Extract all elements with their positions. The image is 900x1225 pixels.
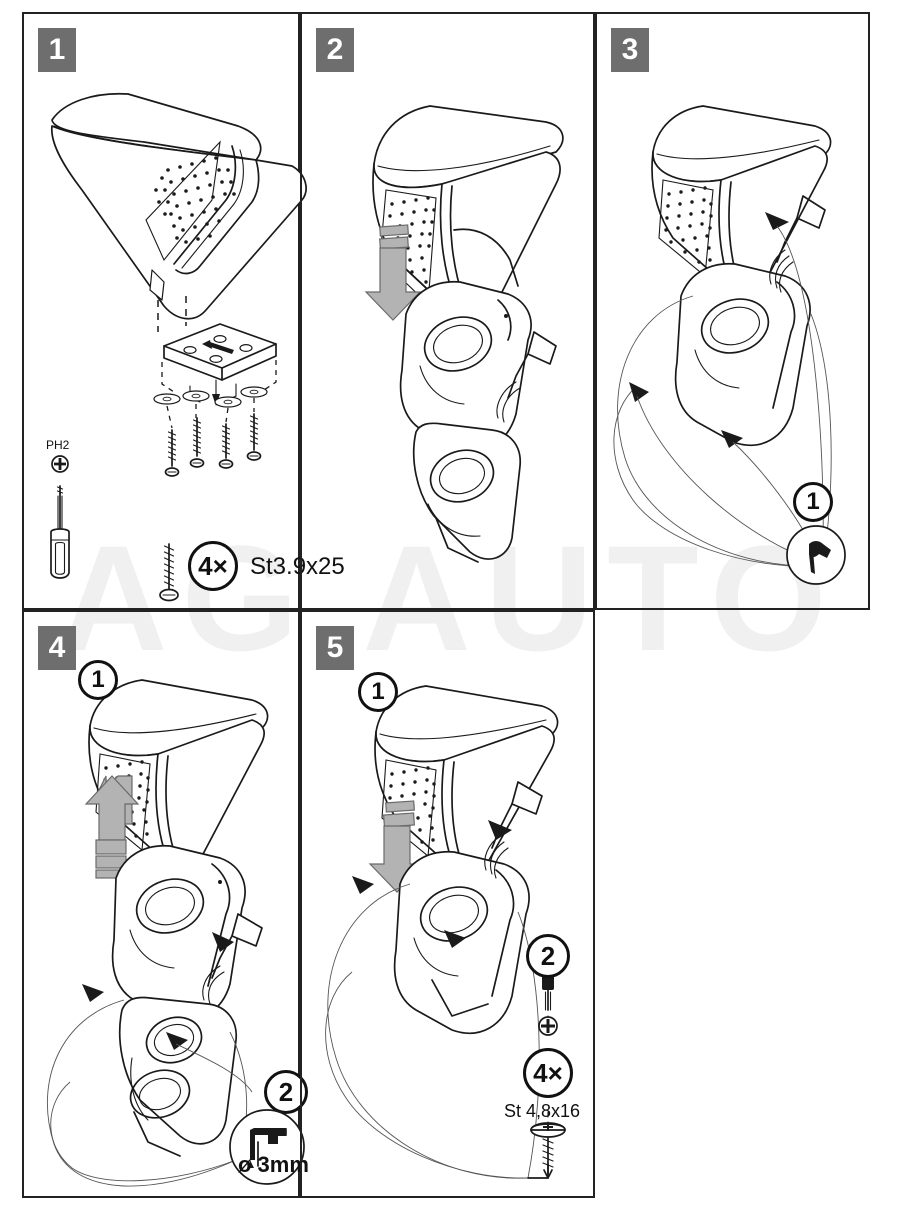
- screw-spec-step5: St 4,8x16: [504, 1101, 581, 1121]
- drill-icon: [250, 1128, 287, 1168]
- philips-bit-icon: [538, 1016, 558, 1036]
- down-arrow-icon: [364, 247, 422, 321]
- panel-step-1: 1: [22, 12, 345, 610]
- mark-arrow-bottom: [721, 430, 743, 448]
- quantity-badge-step1: 4×: [188, 541, 238, 591]
- mark-arrow-top: [765, 212, 789, 230]
- bom-screw-icon: [159, 543, 179, 602]
- screw-icon: [530, 1122, 566, 1179]
- step-badge-1: 1: [38, 28, 76, 72]
- badge-1-step4: 1: [78, 660, 118, 700]
- panel-step-4: 4: [22, 610, 309, 1198]
- panel-step-3: 3: [595, 12, 870, 610]
- washers: [153, 386, 268, 408]
- callout-badge-2-step5: 2: [526, 934, 570, 978]
- panel-step-2: 2: [300, 12, 595, 610]
- panel-5-drawing: [325, 685, 566, 1179]
- panel-1-drawing: [50, 92, 307, 602]
- step-badge-3: 3: [611, 28, 649, 72]
- up-arrow-icon: [84, 775, 140, 879]
- step-badge-2: 2: [316, 28, 354, 72]
- panel-2-drawing: [364, 105, 564, 563]
- badge-1-step5: 1: [358, 672, 398, 712]
- step-badge-5: 5: [316, 626, 354, 670]
- philips-bit-icon: [51, 455, 69, 473]
- panel-3-drawing: [613, 105, 832, 567]
- ph2-bit-label: PH2: [46, 438, 70, 452]
- drill-callout-step4: [228, 1108, 306, 1186]
- step-badge-4: 4: [38, 626, 76, 670]
- exploded-screws: [164, 413, 262, 477]
- panel-step-5: 5: [300, 610, 595, 1198]
- pen-callout-step3: [785, 524, 847, 586]
- panel-4-drawing: [47, 679, 269, 1187]
- quantity-badge-step5: 4×: [523, 1048, 573, 1098]
- mounting-bracket: [161, 323, 277, 406]
- mark-arrow-left: [629, 382, 649, 402]
- screw-spec-step1: St3.9x25: [250, 553, 345, 580]
- drill-diameter-label: ø 3mm: [238, 1152, 309, 1177]
- pen-icon: [809, 541, 831, 574]
- callout-badge-1-step3: 1: [793, 482, 833, 522]
- watermark-ag-auto: AG AUTO: [59, 513, 841, 682]
- screwdriver-icon: [50, 485, 70, 579]
